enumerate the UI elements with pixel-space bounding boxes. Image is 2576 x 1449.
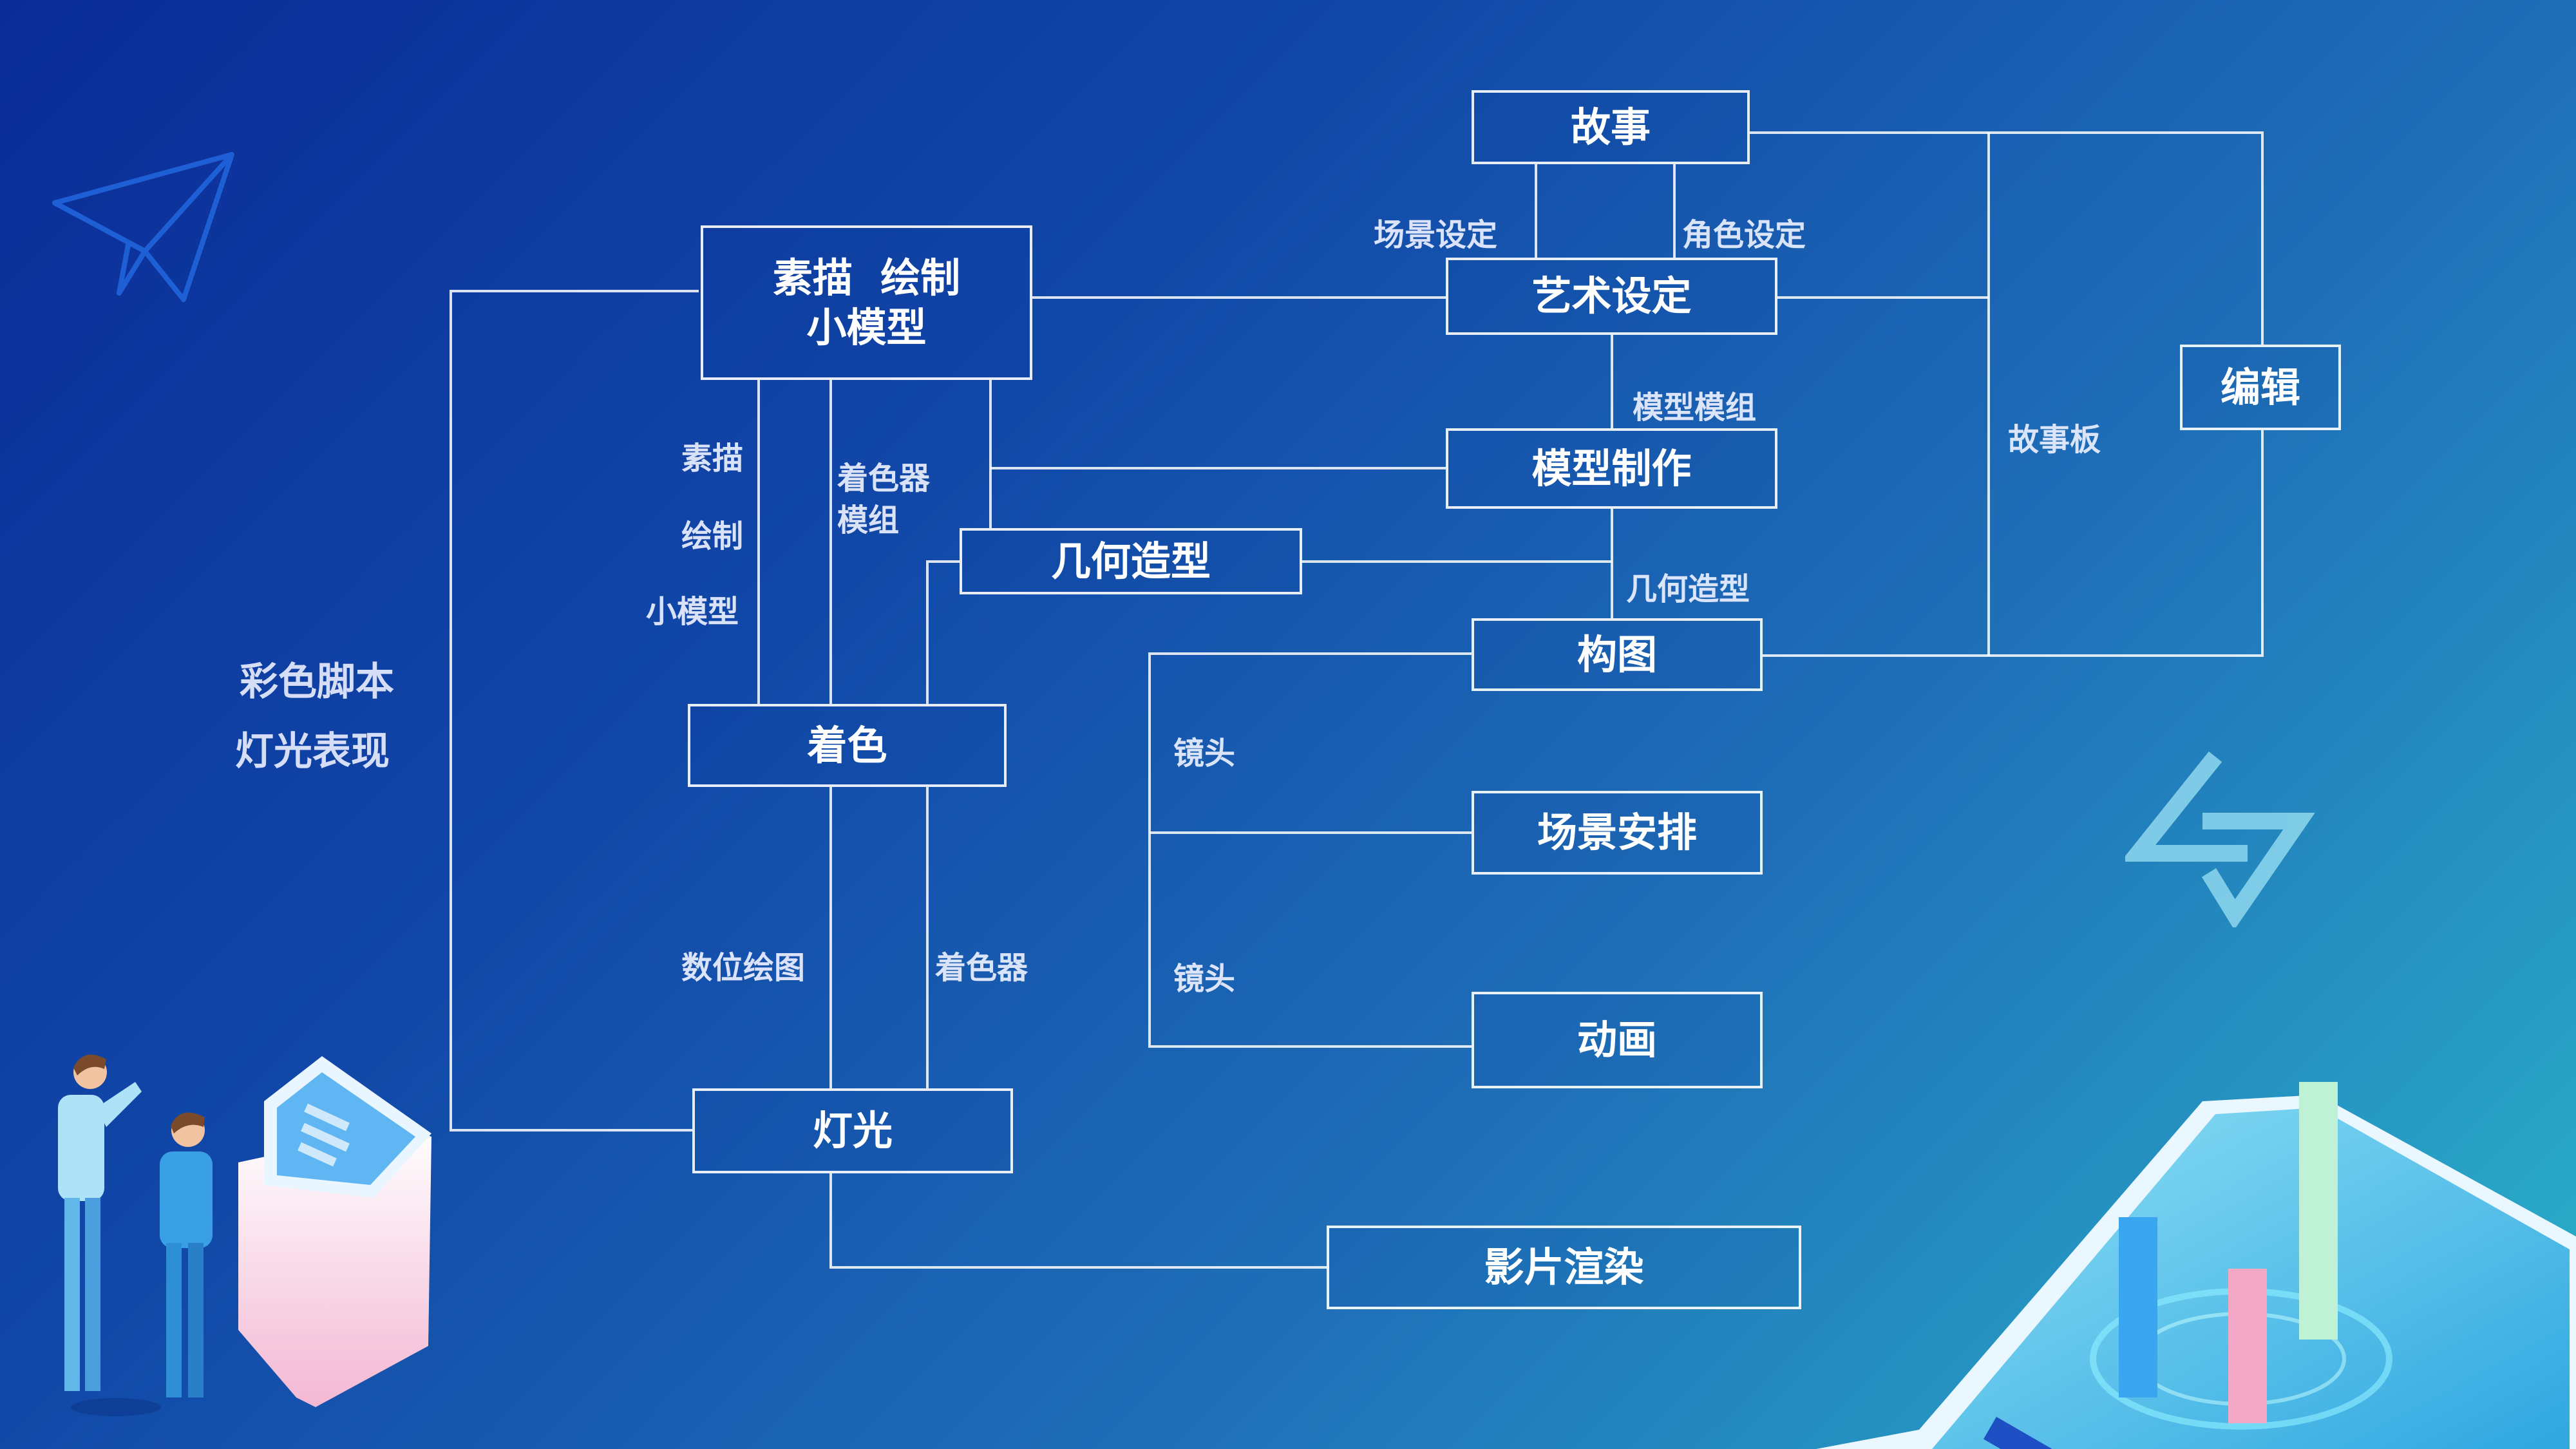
edge-label-shader: 着色器 [935,950,1028,986]
node-art-setting: 艺术设定 [1446,258,1777,335]
side-label-lighting-show: 灯光表现 [235,729,390,774]
edge-label-shader-module-2: 模组 [837,502,900,538]
node-lighting-label: 灯光 [812,1107,893,1155]
node-story: 故事 [1472,90,1750,164]
edge-label-storyboard: 故事板 [2008,422,2101,458]
node-animation-label: 动画 [1577,1016,1657,1064]
node-composition: 构图 [1472,618,1763,691]
edge-label-small-model: 小模型 [646,594,739,630]
node-edit-label: 编辑 [2220,363,2300,411]
node-art-setting-label: 艺术设定 [1531,272,1692,320]
node-composition-label: 构图 [1577,630,1657,678]
edge-label-camera-1: 镜头 [1173,735,1236,772]
node-modeling: 模型制作 [1446,428,1777,509]
node-sketch-draw-model: 素描 绘制 小模型 [701,225,1032,380]
edge-label-model-module: 模型模组 [1633,390,1757,426]
edge-label-role-setting: 角色设定 [1682,217,1806,253]
side-label-color-script: 彩色脚本 [240,659,394,705]
node-lighting: 灯光 [692,1088,1013,1173]
edge-label-scene-setting: 场景设定 [1374,217,1498,253]
edge-label-camera-2: 镜头 [1173,961,1236,997]
node-scene-label: 场景安排 [1537,809,1697,857]
node-scene-arrangement: 场景安排 [1472,791,1763,875]
node-render-label: 影片渲染 [1484,1244,1644,1291]
node-coloring-label: 着色 [807,721,887,769]
logo-triangle-icon [2125,751,2315,927]
edge-label-digital-paint: 数位绘图 [681,950,806,986]
node-edit: 编辑 [2180,345,2341,430]
node-animation: 动画 [1472,992,1763,1088]
edge-label-shader-module-1: 着色器 [837,460,931,497]
phone-chart-illustration [1816,902,2576,1449]
edge-label-sketch: 素描 [681,440,744,477]
node-geometry-label: 几何造型 [1050,537,1211,585]
node-geometry: 几何造型 [960,528,1302,594]
node-film-render: 影片渲染 [1327,1226,1801,1309]
node-story-label: 故事 [1570,103,1651,151]
node-sketch-line2: 小模型 [806,304,927,351]
node-coloring: 着色 [688,704,1007,787]
node-modeling-label: 模型制作 [1531,444,1692,492]
edge-label-geometry: 几何造型 [1626,571,1750,607]
people-kiosk-illustration [58,1054,431,1416]
paper-plane-icon [52,152,234,302]
node-sketch-line1: 素描 绘制 [772,254,961,301]
edge-label-draw: 绘制 [681,518,744,554]
